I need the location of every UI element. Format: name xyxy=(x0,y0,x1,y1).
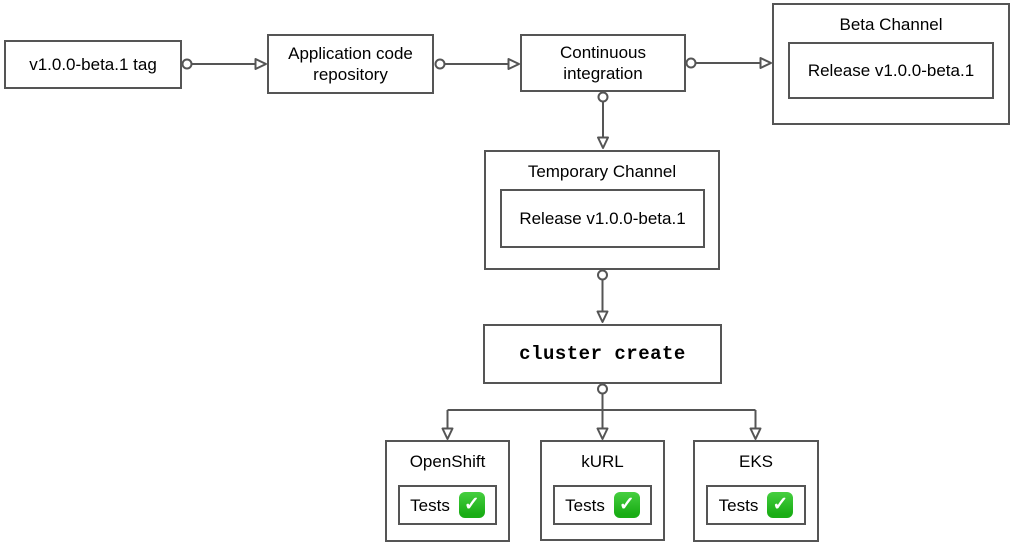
edge-tag-to-repo xyxy=(181,58,267,70)
beta-channel-release-label: Release v1.0.0-beta.1 xyxy=(807,61,975,80)
edge-cluster-create-to-targets xyxy=(441,383,762,440)
node-application-code-repository: Application code repository xyxy=(267,34,434,94)
openshift-tests-box: Tests ✓ xyxy=(398,485,497,525)
check-passed-icon: ✓ xyxy=(767,492,794,518)
cluster-create-label: cluster create xyxy=(519,342,686,365)
continuous-integration-label: Continuous integration xyxy=(559,43,646,83)
temporary-channel-release-label: Release v1.0.0-beta.1 xyxy=(519,209,686,228)
node-kurl: kURL Tests ✓ xyxy=(540,440,665,541)
checkmark-glyph: ✓ xyxy=(772,493,789,515)
eks-tests-label: Tests xyxy=(718,495,759,515)
eks-title: EKS xyxy=(738,452,774,471)
edge-temporary-channel-to-cluster-create xyxy=(596,269,609,323)
kurl-title: kURL xyxy=(581,452,624,471)
application-code-repository-label: Application code repository xyxy=(288,44,413,84)
kurl-tests-box: Tests ✓ xyxy=(553,485,652,525)
node-openshift: OpenShift Tests ✓ xyxy=(385,440,510,542)
node-continuous-integration: Continuous integration xyxy=(520,34,686,92)
edge-repo-to-ci xyxy=(434,58,520,70)
edge-ci-to-temporary-channel xyxy=(597,91,609,149)
node-version-tag: v1.0.0-beta.1 tag xyxy=(4,40,182,89)
node-temporary-channel: Temporary Channel Release v1.0.0-beta.1 xyxy=(484,150,720,270)
check-passed-icon: ✓ xyxy=(458,492,485,518)
eks-tests-box: Tests ✓ xyxy=(706,485,806,525)
temporary-channel-release-box: Release v1.0.0-beta.1 xyxy=(500,189,705,248)
beta-channel-release-box: Release v1.0.0-beta.1 xyxy=(788,42,994,99)
openshift-title: OpenShift xyxy=(409,452,486,471)
check-passed-icon: ✓ xyxy=(613,492,640,518)
checkmark-glyph: ✓ xyxy=(463,493,480,515)
edge-ci-to-beta-channel xyxy=(685,57,772,69)
node-cluster-create: cluster create xyxy=(483,324,722,384)
temporary-channel-title: Temporary Channel xyxy=(527,162,677,181)
node-eks: EKS Tests ✓ xyxy=(693,440,819,542)
node-beta-channel: Beta Channel Release v1.0.0-beta.1 xyxy=(772,3,1010,125)
checkmark-glyph: ✓ xyxy=(618,493,635,515)
version-tag-label: v1.0.0-beta.1 tag xyxy=(29,55,157,74)
openshift-tests-label: Tests xyxy=(410,495,450,515)
kurl-tests-label: Tests xyxy=(565,495,605,515)
beta-channel-title: Beta Channel xyxy=(839,15,943,34)
